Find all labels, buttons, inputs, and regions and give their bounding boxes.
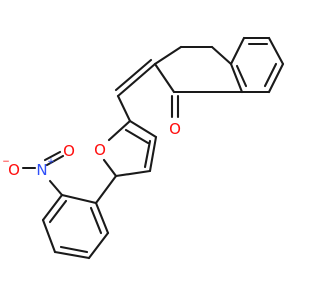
bond-ph-c3-c4 <box>41 218 57 254</box>
bond-c2-methine-a <box>116 62 157 98</box>
bond-c2-methine-b <box>114 58 153 92</box>
bond-inner-b <box>263 62 278 88</box>
bond-furan-inner-b <box>124 128 150 145</box>
nitro-bonds <box>21 150 65 197</box>
bond-c4-c4a <box>210 45 233 66</box>
bond-ph-c4-c5 <box>53 250 91 260</box>
bond-c2-c3 <box>153 45 183 66</box>
bond-ph-c2-c3 <box>41 193 64 222</box>
bond-furan-c2-o <box>107 119 132 142</box>
bond-furan-phenyl <box>94 174 118 205</box>
atom-nitro-nitrogen: N <box>36 161 47 179</box>
bond-c7-c8 <box>267 62 285 94</box>
bond-ph-c6-c1 <box>94 201 110 235</box>
molecule-structure-diagram: O O N + O O − <box>2 36 285 260</box>
bond-n-o-double-b <box>45 154 65 167</box>
bond-ph-c5-c6 <box>87 231 110 260</box>
bond-inner-c <box>235 64 248 88</box>
atom-labels: O O N + O O − <box>2 120 181 179</box>
bond-ph-c1-c2 <box>60 193 98 205</box>
bond-ph-inner-c <box>89 206 103 235</box>
bond-c2-c1 <box>153 62 176 94</box>
bond-furan-c4-c5 <box>114 169 152 178</box>
bond-n-o-double-a <box>43 150 62 162</box>
bond-c8a-c4a <box>229 62 244 94</box>
furan-bonds <box>102 119 158 178</box>
nitro-nitrogen-charge: + <box>47 157 55 167</box>
bond-furan-inner-a <box>143 139 152 169</box>
bond-furan-c5-o <box>102 158 118 178</box>
bond-ph-inner-a <box>48 199 68 224</box>
bond-furan-c3-c4 <box>148 135 158 173</box>
nitro-oxygen-charge: − <box>2 157 10 167</box>
bond-furan-c2-c3 <box>128 119 158 139</box>
atom-furan-oxygen: O <box>94 141 106 159</box>
bond-c4a-c5 <box>229 36 246 66</box>
tetralone-bonds <box>153 36 285 119</box>
bond-c6-c7 <box>267 36 285 66</box>
bond-ring-n <box>48 179 64 197</box>
nitrophenyl-bonds <box>41 174 118 260</box>
exocyclic-bonds <box>114 58 157 123</box>
atom-ketone-oxygen: O <box>169 120 181 138</box>
bond-methine-furan <box>116 94 132 123</box>
bond-ph-inner-b <box>59 245 89 254</box>
atom-nitro-oxygen-double: O <box>63 142 75 160</box>
atom-nitro-oxygen-single: O <box>8 161 20 179</box>
